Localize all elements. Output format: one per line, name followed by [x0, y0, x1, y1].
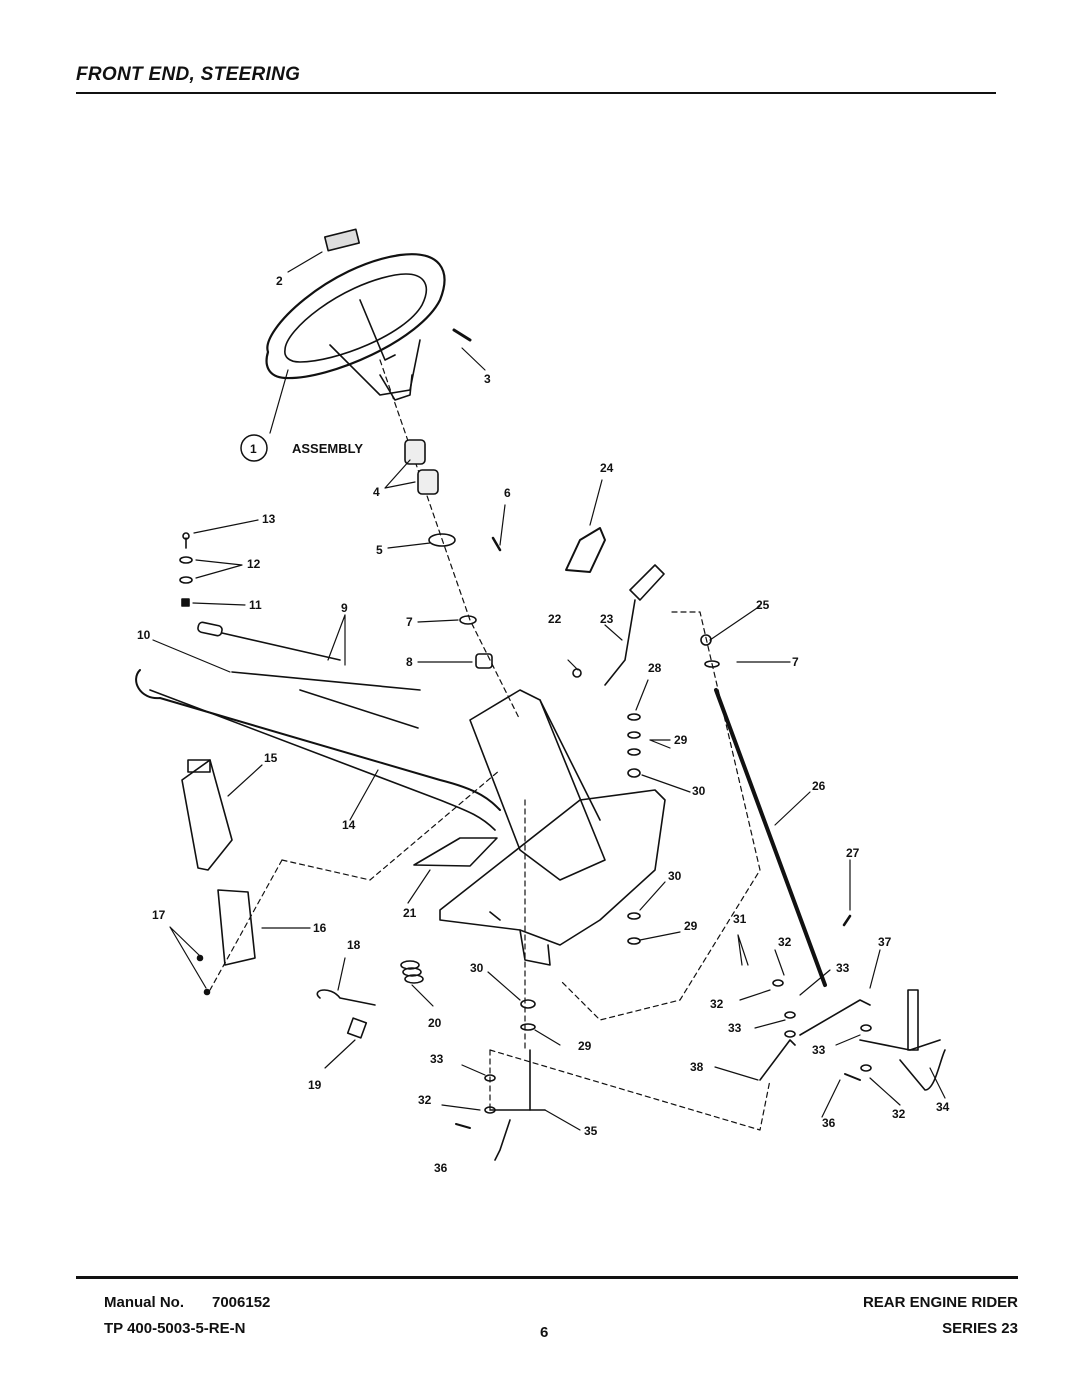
fasteners-11-13 [179, 532, 193, 607]
bottle-holder [217, 889, 256, 966]
callout-13: 13 [262, 512, 276, 526]
callout-9: 9 [341, 601, 348, 615]
callout-37: 37 [878, 935, 892, 949]
callout-10: 10 [137, 628, 151, 642]
footer-rule [76, 1276, 1018, 1279]
callout-36b: 36 [434, 1161, 448, 1175]
callout-30c: 30 [470, 961, 484, 975]
callout-32: 32 [778, 935, 792, 949]
callout-26: 26 [812, 779, 826, 793]
water-bottle [181, 759, 233, 871]
callout-31: 31 [733, 912, 747, 926]
header-rule [76, 92, 996, 94]
callout-2: 2 [276, 274, 283, 288]
product-name: REAR ENGINE RIDER [862, 1294, 1018, 1311]
steering-frame [439, 689, 666, 966]
spring [400, 960, 424, 984]
decal [413, 837, 498, 867]
tp-number: TP 400-5003-5-RE-N [104, 1320, 246, 1337]
callout-24: 24 [600, 461, 614, 475]
callout-30b: 30 [668, 869, 682, 883]
callout-7: 7 [406, 615, 413, 629]
callout-3: 3 [484, 372, 491, 386]
callout-32d: 32 [892, 1107, 906, 1121]
callout-33: 33 [836, 961, 850, 975]
steering-cap [323, 228, 361, 252]
callout-29c: 29 [578, 1039, 592, 1053]
brake-pedal [565, 527, 665, 686]
callout-7b: 7 [792, 655, 799, 669]
callout-29b: 29 [684, 919, 698, 933]
callout-5: 5 [376, 543, 383, 557]
callout-18: 18 [347, 938, 361, 952]
manual-label: Manual No. [104, 1294, 185, 1311]
callout-29: 29 [674, 733, 688, 747]
bushing-8 [475, 653, 493, 669]
callout-30: 30 [692, 784, 706, 798]
steering-wheel [265, 253, 446, 401]
clip-19 [346, 1017, 368, 1039]
callout-33b: 33 [728, 1021, 742, 1035]
callout-12: 12 [247, 557, 261, 571]
callout-23: 23 [600, 612, 614, 626]
callout-35: 35 [584, 1124, 598, 1138]
callout-32c: 32 [418, 1093, 432, 1107]
callout-4: 4 [373, 485, 380, 499]
bushings [404, 439, 439, 495]
callout-17: 17 [152, 908, 166, 922]
callout-16: 16 [313, 921, 327, 935]
callout-20: 20 [428, 1016, 442, 1030]
callout-32b: 32 [710, 997, 724, 1011]
callout-21: 21 [403, 906, 417, 920]
callout-34: 34 [936, 1100, 950, 1114]
callout-22: 22 [548, 612, 562, 626]
callout-labels: 2 3 1 ASSEMBLY 4 5 6 13 12 11 9 10 7 8 2… [137, 274, 950, 1175]
callout-6: 6 [504, 486, 511, 500]
callout-33d: 33 [430, 1052, 444, 1066]
small-hardware [455, 634, 872, 1129]
washer [428, 533, 456, 547]
pin-6 [491, 536, 502, 552]
series-label: SERIES 23 [942, 1320, 1018, 1337]
throttle-cables [197, 621, 421, 729]
roll-pin [452, 328, 472, 342]
callout-14: 14 [342, 818, 356, 832]
callout-27: 27 [846, 846, 860, 860]
steering-shaft [714, 688, 827, 987]
page-title: FRONT END, STEERING [76, 64, 301, 85]
callout-38: 38 [690, 1060, 704, 1074]
callout-1: 1 [250, 442, 257, 456]
callout-36: 36 [822, 1116, 836, 1130]
e-clip [459, 615, 477, 625]
handle-bar [135, 669, 501, 811]
callout-15: 15 [264, 751, 278, 765]
manual-number: 7006152 [212, 1294, 271, 1311]
callout-19: 19 [308, 1078, 322, 1092]
callout-25: 25 [756, 598, 770, 612]
page-number: 6 [540, 1324, 549, 1341]
callout-28: 28 [648, 661, 662, 675]
callout-8: 8 [406, 655, 413, 669]
tie-rods [489, 989, 946, 1161]
hair-pin [316, 989, 376, 1006]
assembly-circle [240, 434, 268, 462]
leader-lines [152, 251, 946, 1131]
callout-11: 11 [249, 598, 262, 612]
assembly-label: ASSEMBLY [292, 441, 363, 456]
callout-33c: 33 [812, 1043, 826, 1057]
